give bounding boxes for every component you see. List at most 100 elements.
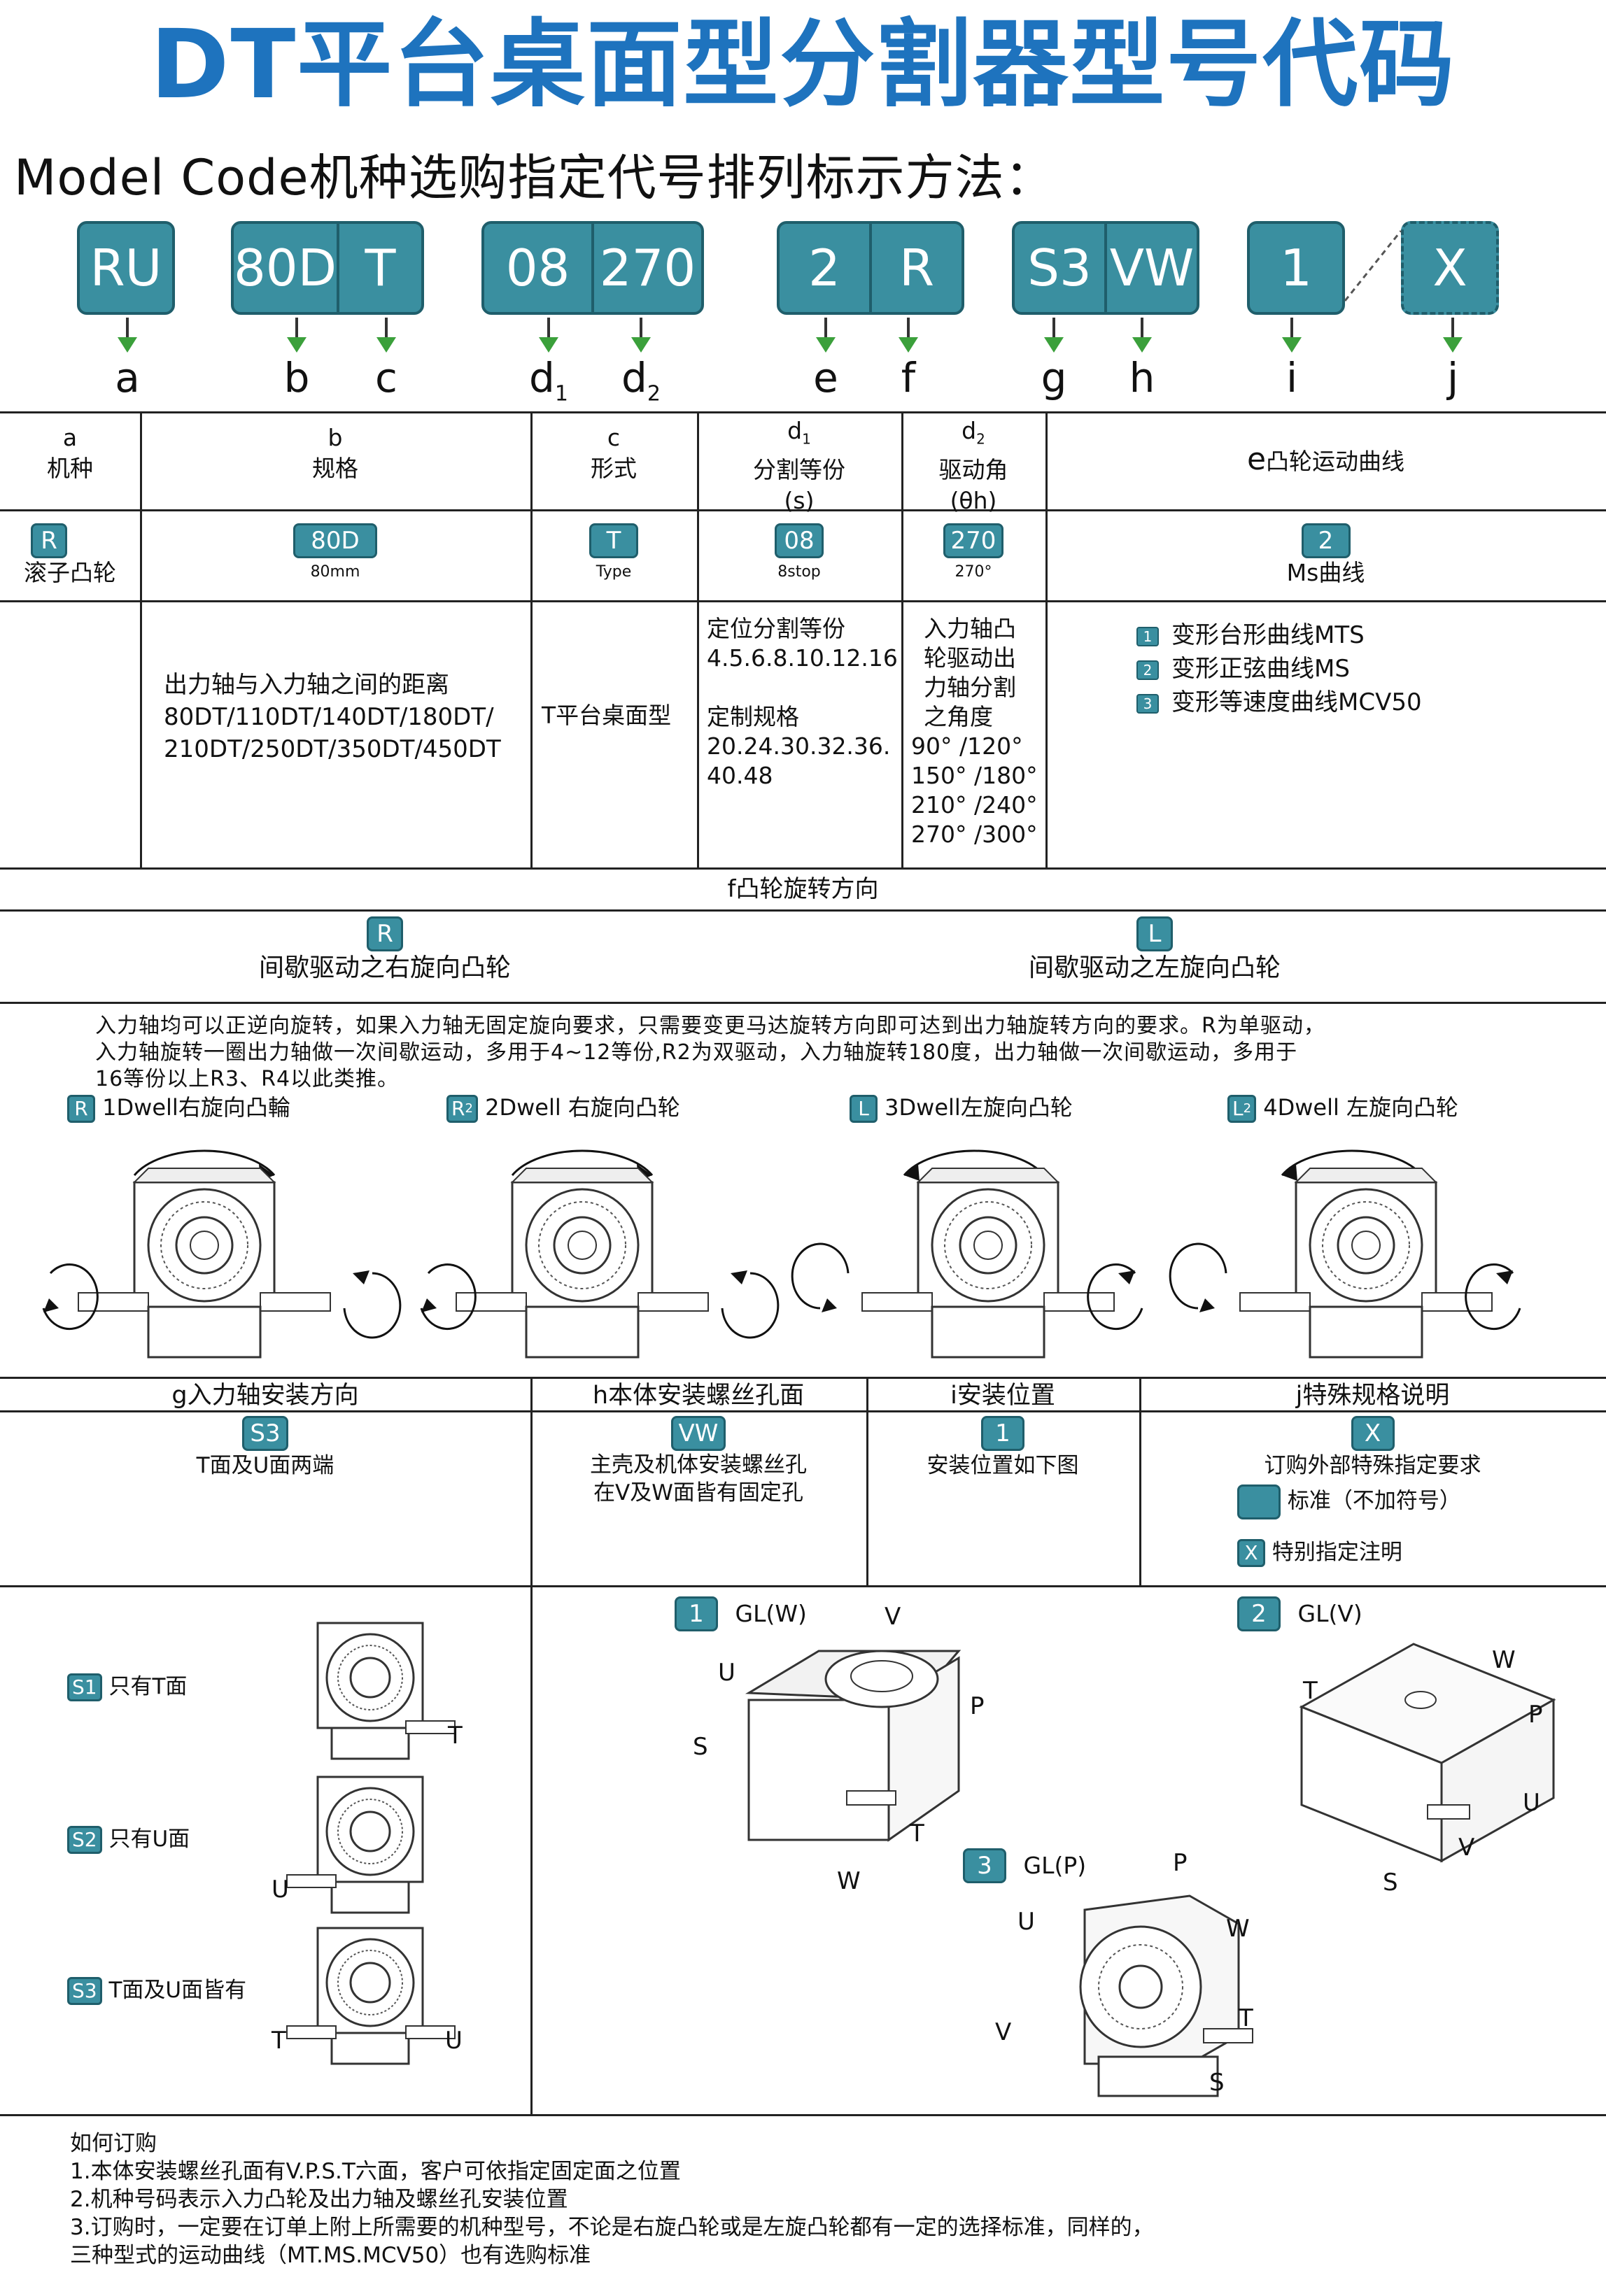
code-box-special: X bbox=[1401, 221, 1499, 315]
col-div-5 bbox=[1045, 411, 1048, 867]
detail-d2-line-5: 90° /120° bbox=[911, 732, 1023, 760]
code-seg-ru: RU bbox=[90, 239, 162, 297]
detail-d2-line-6: 150° /180° bbox=[911, 762, 1038, 789]
col-div-4 bbox=[901, 411, 903, 867]
header-d1: d1 分割等份 (s) bbox=[697, 416, 901, 516]
detail-d2-line-3: 力轴分割 bbox=[924, 674, 1016, 701]
h-line-2: 在V及W面皆有固定孔 bbox=[593, 1480, 803, 1505]
f-right-badge: R bbox=[367, 916, 403, 951]
shaft-face-t: T bbox=[272, 2027, 286, 2055]
table-line-7 bbox=[0, 1377, 1606, 1379]
table-line-4 bbox=[0, 867, 1606, 870]
header-c-name: 形式 bbox=[591, 455, 637, 482]
example-a-label: 滚子凸轮 bbox=[24, 559, 116, 586]
curve-3-label: 变形等速度曲线MCV50 bbox=[1171, 688, 1422, 716]
mount-3-badge: 3 bbox=[963, 1848, 1006, 1883]
dwell-4-badge-letter: L bbox=[1232, 1097, 1244, 1120]
table-line-6 bbox=[0, 1002, 1606, 1004]
detail-d1: 定位分割等份 4.5.6.8.10.12.16 定制规格 20.24.30.32… bbox=[707, 614, 898, 791]
table-line-10 bbox=[0, 2114, 1606, 2116]
g-badge: S3 bbox=[242, 1416, 288, 1451]
shaft-option-s2: S2 只有U面 bbox=[67, 1824, 190, 1854]
shaft-face-t: T bbox=[448, 1722, 463, 1750]
shaft-option-s1: S1 只有T面 bbox=[67, 1672, 187, 1701]
h-line-1: 主壳及机体安装螺丝孔 bbox=[590, 1452, 807, 1477]
f-note-line-2: 入力轴旋转一圈出力轴做一次间歇运动，多用于4~12等份,R2为双驱动，入力轴旋转… bbox=[95, 1040, 1298, 1065]
h-title: h本体安装螺丝孔面 bbox=[592, 1382, 805, 1410]
header-d2-unit: (θh) bbox=[950, 486, 997, 514]
col-div-1 bbox=[140, 411, 142, 867]
dwell-1-badge: R bbox=[67, 1095, 95, 1123]
dwell-2-text: 2Dwell 右旋向凸轮 bbox=[485, 1094, 680, 1121]
f-note-line-1: 入力轴均可以正逆向旋转，如果入力轴无固定旋向要求，只需要变更马达旋转方向即可达到… bbox=[95, 1014, 1325, 1038]
code-seg-1: 1 bbox=[1280, 239, 1312, 297]
code-seg-270: 270 bbox=[591, 224, 701, 312]
shaft-s2-badge: S2 bbox=[67, 1826, 102, 1854]
page-subtitle: Model Code机种选购指定代号排列标示方法： bbox=[14, 149, 1055, 206]
code-letter-4: d2 bbox=[621, 354, 661, 406]
header-b: b 规格 bbox=[140, 423, 530, 484]
mount-1-label: 1 GL(W) bbox=[675, 1596, 807, 1631]
shaft-s3-badge: S3 bbox=[67, 1977, 102, 2005]
mount-face-label: P bbox=[970, 1692, 985, 1720]
detail-d1-line-4: 定制规格 bbox=[707, 703, 799, 730]
j-example: X 订购外部特殊指定要求 bbox=[1139, 1416, 1606, 1480]
example-e: 2 Ms曲线 bbox=[1045, 523, 1606, 588]
j-special-badge: X bbox=[1237, 1539, 1265, 1567]
detail-d2-line-4: 之角度 bbox=[924, 703, 993, 730]
f-note-line-3: 16等份以上R3、R4以此类推。 bbox=[95, 1067, 400, 1091]
f-right-label: 间歇驱动之右旋向凸轮 bbox=[258, 954, 511, 982]
shaft-s2-label: 只有U面 bbox=[108, 1827, 190, 1852]
mount-face-label: V bbox=[995, 2018, 1012, 2046]
j-label: 订购外部特殊指定要求 bbox=[1264, 1453, 1481, 1478]
code-seg-2: 2 bbox=[808, 239, 840, 297]
header-d2-name: 驱动角 bbox=[938, 455, 1008, 483]
mount-position-drawing bbox=[745, 1650, 962, 1842]
order-notes-title: 如何订购 bbox=[70, 2131, 157, 2156]
code-seg-x: X bbox=[1432, 239, 1467, 297]
code-seg-80d: 80D bbox=[234, 239, 337, 297]
example-d1-label: 8stop bbox=[777, 563, 821, 581]
header-c-code: c bbox=[607, 424, 621, 451]
order-note-1: 1.本体安装螺丝孔面有V.P.S.T六面，客户可依指定固定面之位置 bbox=[70, 2159, 681, 2184]
detail-d2-line-1: 入力轴凸 bbox=[924, 615, 1016, 642]
example-d1: 08 8stop bbox=[697, 523, 901, 586]
order-note-2: 2.机种号码表示入力凸轮及出力轴及螺丝孔安装位置 bbox=[70, 2187, 568, 2212]
example-c-badge: T bbox=[589, 523, 638, 558]
table-line-5 bbox=[0, 909, 1606, 912]
shaft-face-u: U bbox=[272, 1876, 289, 1904]
header-d2: d2 驱动角 (θh) bbox=[901, 416, 1045, 516]
f-left-label: 间歇驱动之左旋向凸轮 bbox=[1028, 954, 1281, 982]
example-e-badge: 2 bbox=[1301, 523, 1351, 558]
code-seg-t: T bbox=[337, 224, 421, 312]
code-box-division: 08 270 bbox=[481, 221, 704, 315]
header-a-code: a bbox=[62, 424, 78, 451]
shaft-s1-label: 只有T面 bbox=[108, 1674, 188, 1699]
code-letter-6: f bbox=[901, 354, 916, 402]
i-label: 安装位置如下图 bbox=[927, 1453, 1079, 1478]
curve-1-label: 变形台形曲线MTS bbox=[1171, 621, 1365, 649]
code-seg-08: 08 bbox=[505, 239, 570, 297]
dwell-1-label: R 1Dwell右旋向凸輪 bbox=[67, 1093, 290, 1123]
mount-face-label: S bbox=[1209, 2069, 1225, 2097]
mount-face-label: T bbox=[1239, 2004, 1253, 2032]
example-d2-label: 270° bbox=[955, 563, 992, 581]
table-top-line bbox=[0, 411, 1606, 413]
mount-2-badge: 2 bbox=[1237, 1596, 1281, 1631]
table-line-9 bbox=[0, 1585, 1606, 1587]
code-seg-r: R bbox=[869, 224, 962, 312]
j-special-label: 特别指定注明 bbox=[1272, 1540, 1402, 1565]
dwell-2-badge-sub: 2 bbox=[465, 1101, 473, 1116]
header-d2-sub: 2 bbox=[976, 430, 985, 448]
h-example: VW 主壳及机体安装螺丝孔 在V及W面皆有固定孔 bbox=[530, 1416, 866, 1507]
dwell-unit-drawing bbox=[791, 1149, 1143, 1359]
col-div-3 bbox=[697, 411, 699, 867]
dwell-1-text: 1Dwell右旋向凸輪 bbox=[102, 1094, 290, 1121]
dwell-3-text: 3Dwell左旋向凸轮 bbox=[885, 1094, 1073, 1121]
dwell-unit-drawing bbox=[42, 1149, 402, 1359]
mount-1-badge: 1 bbox=[675, 1596, 718, 1631]
header-d2-code: d bbox=[962, 417, 977, 444]
